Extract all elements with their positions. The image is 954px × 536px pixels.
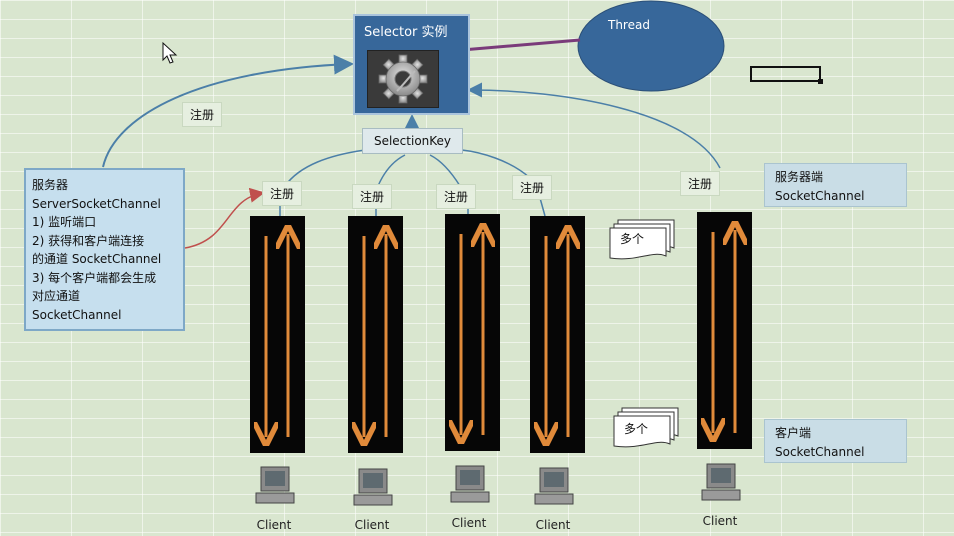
server-register-arrow — [184, 187, 265, 249]
server-selector-arrow — [102, 54, 354, 168]
register-label-2: 注册 — [352, 184, 393, 209]
client-1-computer-icon — [255, 466, 295, 504]
thread-label: Thread — [608, 18, 650, 32]
channel-2 — [348, 216, 403, 453]
register-label-1: 注册 — [262, 181, 303, 206]
gear-icon — [367, 50, 439, 108]
server-line: 的通道 SocketChannel — [32, 252, 162, 266]
mouse-cursor-icon — [162, 41, 178, 64]
client-side-box: 客户端 SocketChannel — [764, 419, 907, 463]
multi-doc-bottom-icon — [613, 407, 679, 448]
channel-1 — [250, 216, 305, 453]
multi-doc-top-icon — [609, 219, 675, 260]
register2-curve — [377, 154, 406, 187]
multi-label-top: 多个 — [620, 232, 645, 246]
channel-3 — [445, 214, 500, 451]
server-line: SocketChannel — [32, 307, 122, 322]
server-info-box: 服务器 ServerSocketChannel 1) 监听端口 2) 获得和客户… — [24, 168, 185, 331]
register3-curve — [429, 154, 461, 187]
server-line: 2) 获得和客户端连接 — [32, 233, 145, 248]
server-side-subtitle: SocketChannel — [775, 189, 865, 203]
client-3-label: Client — [451, 516, 487, 530]
client-4-computer-icon — [534, 467, 574, 505]
server-line: 3) 每个客户端都会生成 — [32, 270, 157, 285]
client-3-computer-icon — [450, 465, 490, 503]
thread-ellipse — [577, 0, 725, 92]
register-label-3: 注册 — [436, 184, 477, 209]
server-side-title: 服务器端 — [775, 170, 824, 184]
client-5-label: Client — [702, 514, 738, 528]
register-label-4: 注册 — [512, 175, 553, 200]
client-4-label: Client — [535, 518, 571, 532]
register-label-server: 注册 — [182, 102, 223, 127]
channel-5 — [697, 212, 752, 449]
register4-tick — [539, 197, 546, 217]
server-line: 1) 监听端口 — [32, 215, 97, 229]
channel-4 — [530, 216, 585, 453]
client-2-computer-icon — [353, 468, 393, 506]
selection-rectangle — [750, 66, 823, 84]
server-line: ServerSocketChannel — [32, 196, 161, 211]
rightchannel-selector-arrow — [467, 82, 721, 169]
selector-box: Selector 实例 — [353, 14, 470, 115]
client-side-subtitle: SocketChannel — [775, 445, 865, 459]
register1-curve — [284, 149, 366, 187]
selectionkey-box: SelectionKey — [362, 128, 463, 154]
register4-curve — [461, 149, 531, 179]
server-line: 服务器 — [32, 178, 69, 192]
client-2-label: Client — [354, 518, 390, 532]
register-label-5: 注册 — [680, 171, 721, 196]
selector-title: Selector 实例 — [364, 25, 448, 40]
selector-thread-link — [461, 38, 581, 52]
client-5-computer-icon — [701, 463, 741, 501]
client-1-label: Client — [256, 518, 292, 532]
multi-label-bottom: 多个 — [624, 422, 649, 436]
server-side-box: 服务器端 SocketChannel — [764, 163, 907, 207]
client-side-title: 客户端 — [775, 426, 812, 440]
server-line: 对应通道 — [32, 289, 81, 303]
